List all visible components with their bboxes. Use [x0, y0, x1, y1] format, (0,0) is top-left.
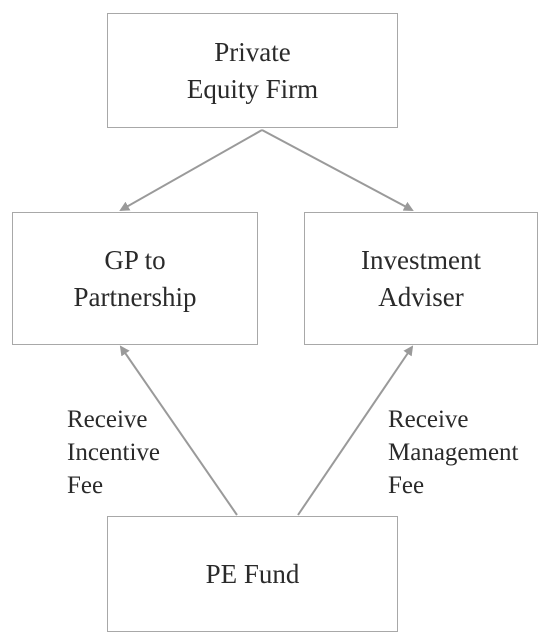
arrow-firm-to-gp	[119, 129, 263, 211]
pe-fund-label: PE Fund	[205, 558, 300, 589]
management-fee-edge-label: Receive Management Fee	[388, 403, 519, 502]
incentive-fee-label-line2: Incentive	[67, 439, 161, 466]
management-fee-label-line3: Fee	[388, 472, 425, 499]
arrow-firm-to-adviser	[261, 129, 414, 211]
investment-adviser-label-line2: Adviser	[378, 281, 464, 312]
gp-to-partnership-label-line1: GP to	[104, 244, 166, 275]
incentive-fee-edge-label: Receive Incentive Fee	[67, 403, 160, 502]
arrow-fund-to-adviser	[297, 345, 414, 516]
investment-adviser-box: Investment Adviser	[304, 212, 538, 345]
management-fee-label-line2: Management	[388, 439, 519, 466]
pe-fund-box: PE Fund	[107, 516, 398, 632]
incentive-fee-label-line1: Receive	[67, 406, 148, 433]
private-equity-firm-box: Private Equity Firm	[107, 13, 398, 128]
gp-to-partnership-box: GP to Partnership	[12, 212, 258, 345]
gp-to-partnership-label-line2: Partnership	[73, 281, 197, 312]
private-equity-firm-label-line1: Private	[214, 36, 291, 67]
incentive-fee-label-line3: Fee	[67, 472, 104, 499]
private-equity-firm-label-line2: Equity Firm	[186, 73, 319, 104]
arrow-fund-to-gp	[119, 345, 238, 516]
investment-adviser-label-line1: Investment	[361, 244, 481, 275]
management-fee-label-line1: Receive	[388, 406, 469, 433]
